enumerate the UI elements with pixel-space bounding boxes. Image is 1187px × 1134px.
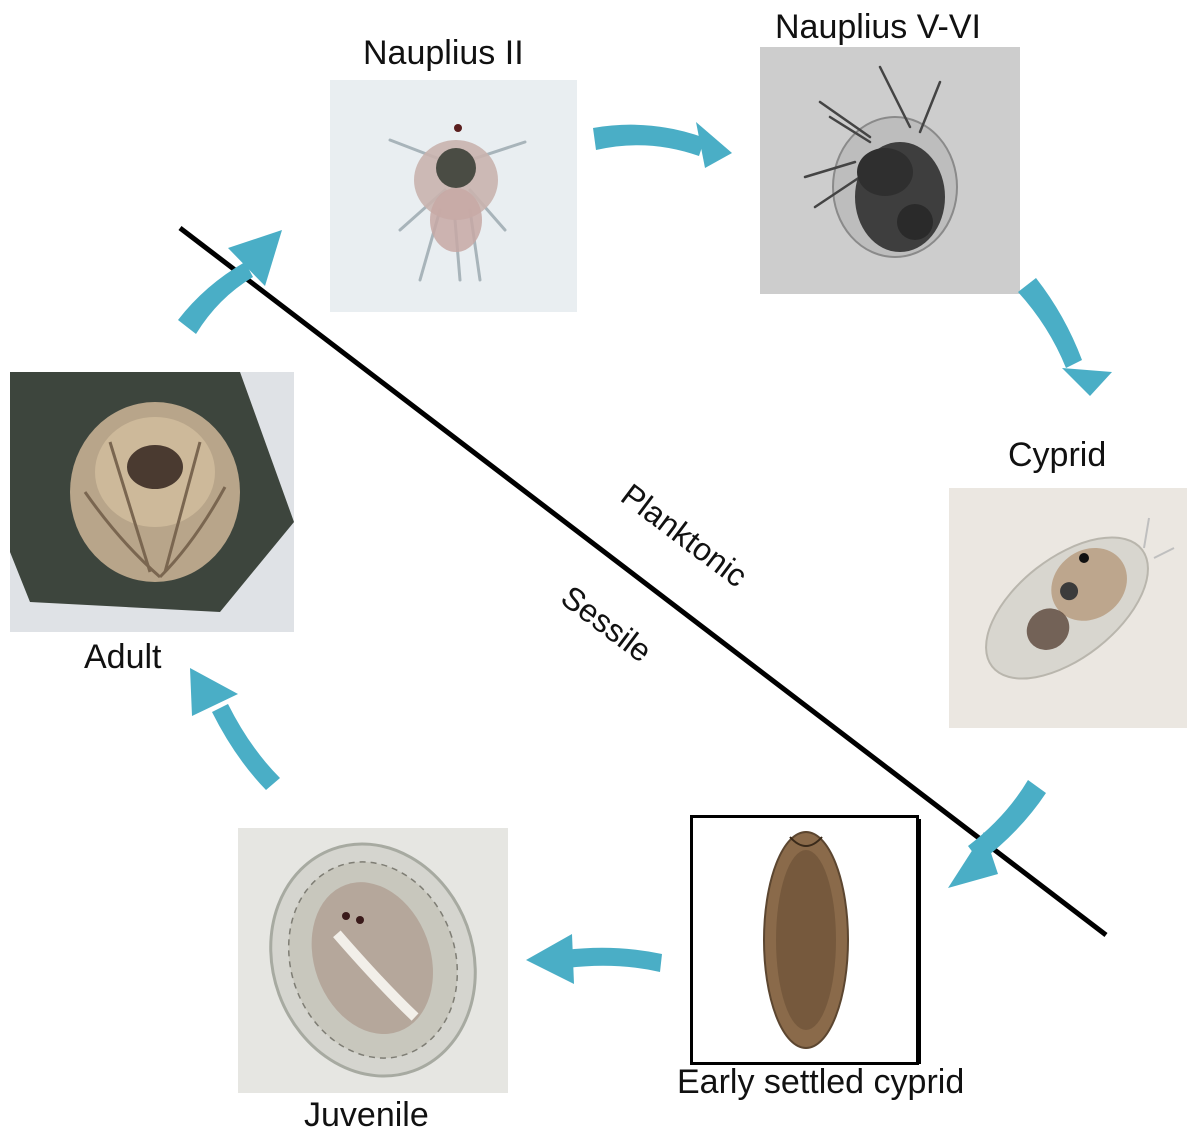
label-nauplius-v-vi: Nauplius V-VI [775, 10, 981, 44]
label-early-settled-cyprid: Early settled cyprid [677, 1065, 964, 1099]
arrow-nauplius-ii-to-v-vi [593, 122, 732, 168]
label-juvenile: Juvenile [304, 1098, 429, 1132]
arrow-juvenile-to-adult [190, 668, 280, 790]
label-nauplius-ii: Nauplius II [363, 36, 524, 70]
label-cyprid: Cyprid [1008, 438, 1106, 472]
arrow-early-settled-to-juvenile [526, 934, 662, 984]
arrow-adult-to-nauplius-ii [178, 230, 282, 334]
arrow-cyprid-to-early-settled [948, 780, 1046, 888]
arrow-nauplius-v-vi-to-cyprid [1018, 278, 1112, 396]
label-adult: Adult [84, 640, 162, 674]
